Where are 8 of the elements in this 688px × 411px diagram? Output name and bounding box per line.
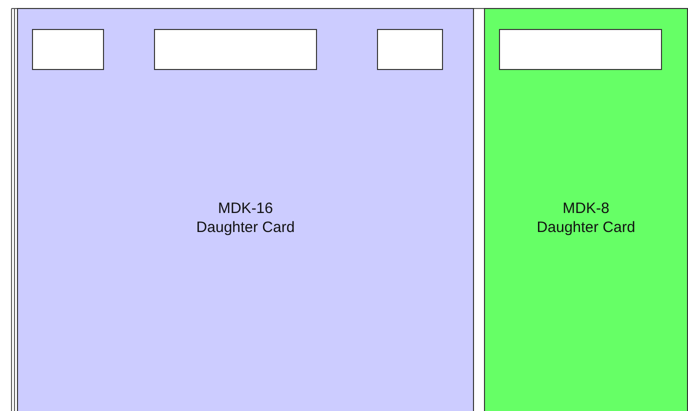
card-label: MDK-8 Daughter Card [536,199,636,237]
connector-box [377,29,443,70]
daughter-card [17,8,474,411]
connector-box [32,29,104,70]
connector-box [154,29,317,70]
daughter-card [484,8,688,411]
card-label: MDK-16 Daughter Card [195,199,296,237]
connector-box [499,29,662,70]
